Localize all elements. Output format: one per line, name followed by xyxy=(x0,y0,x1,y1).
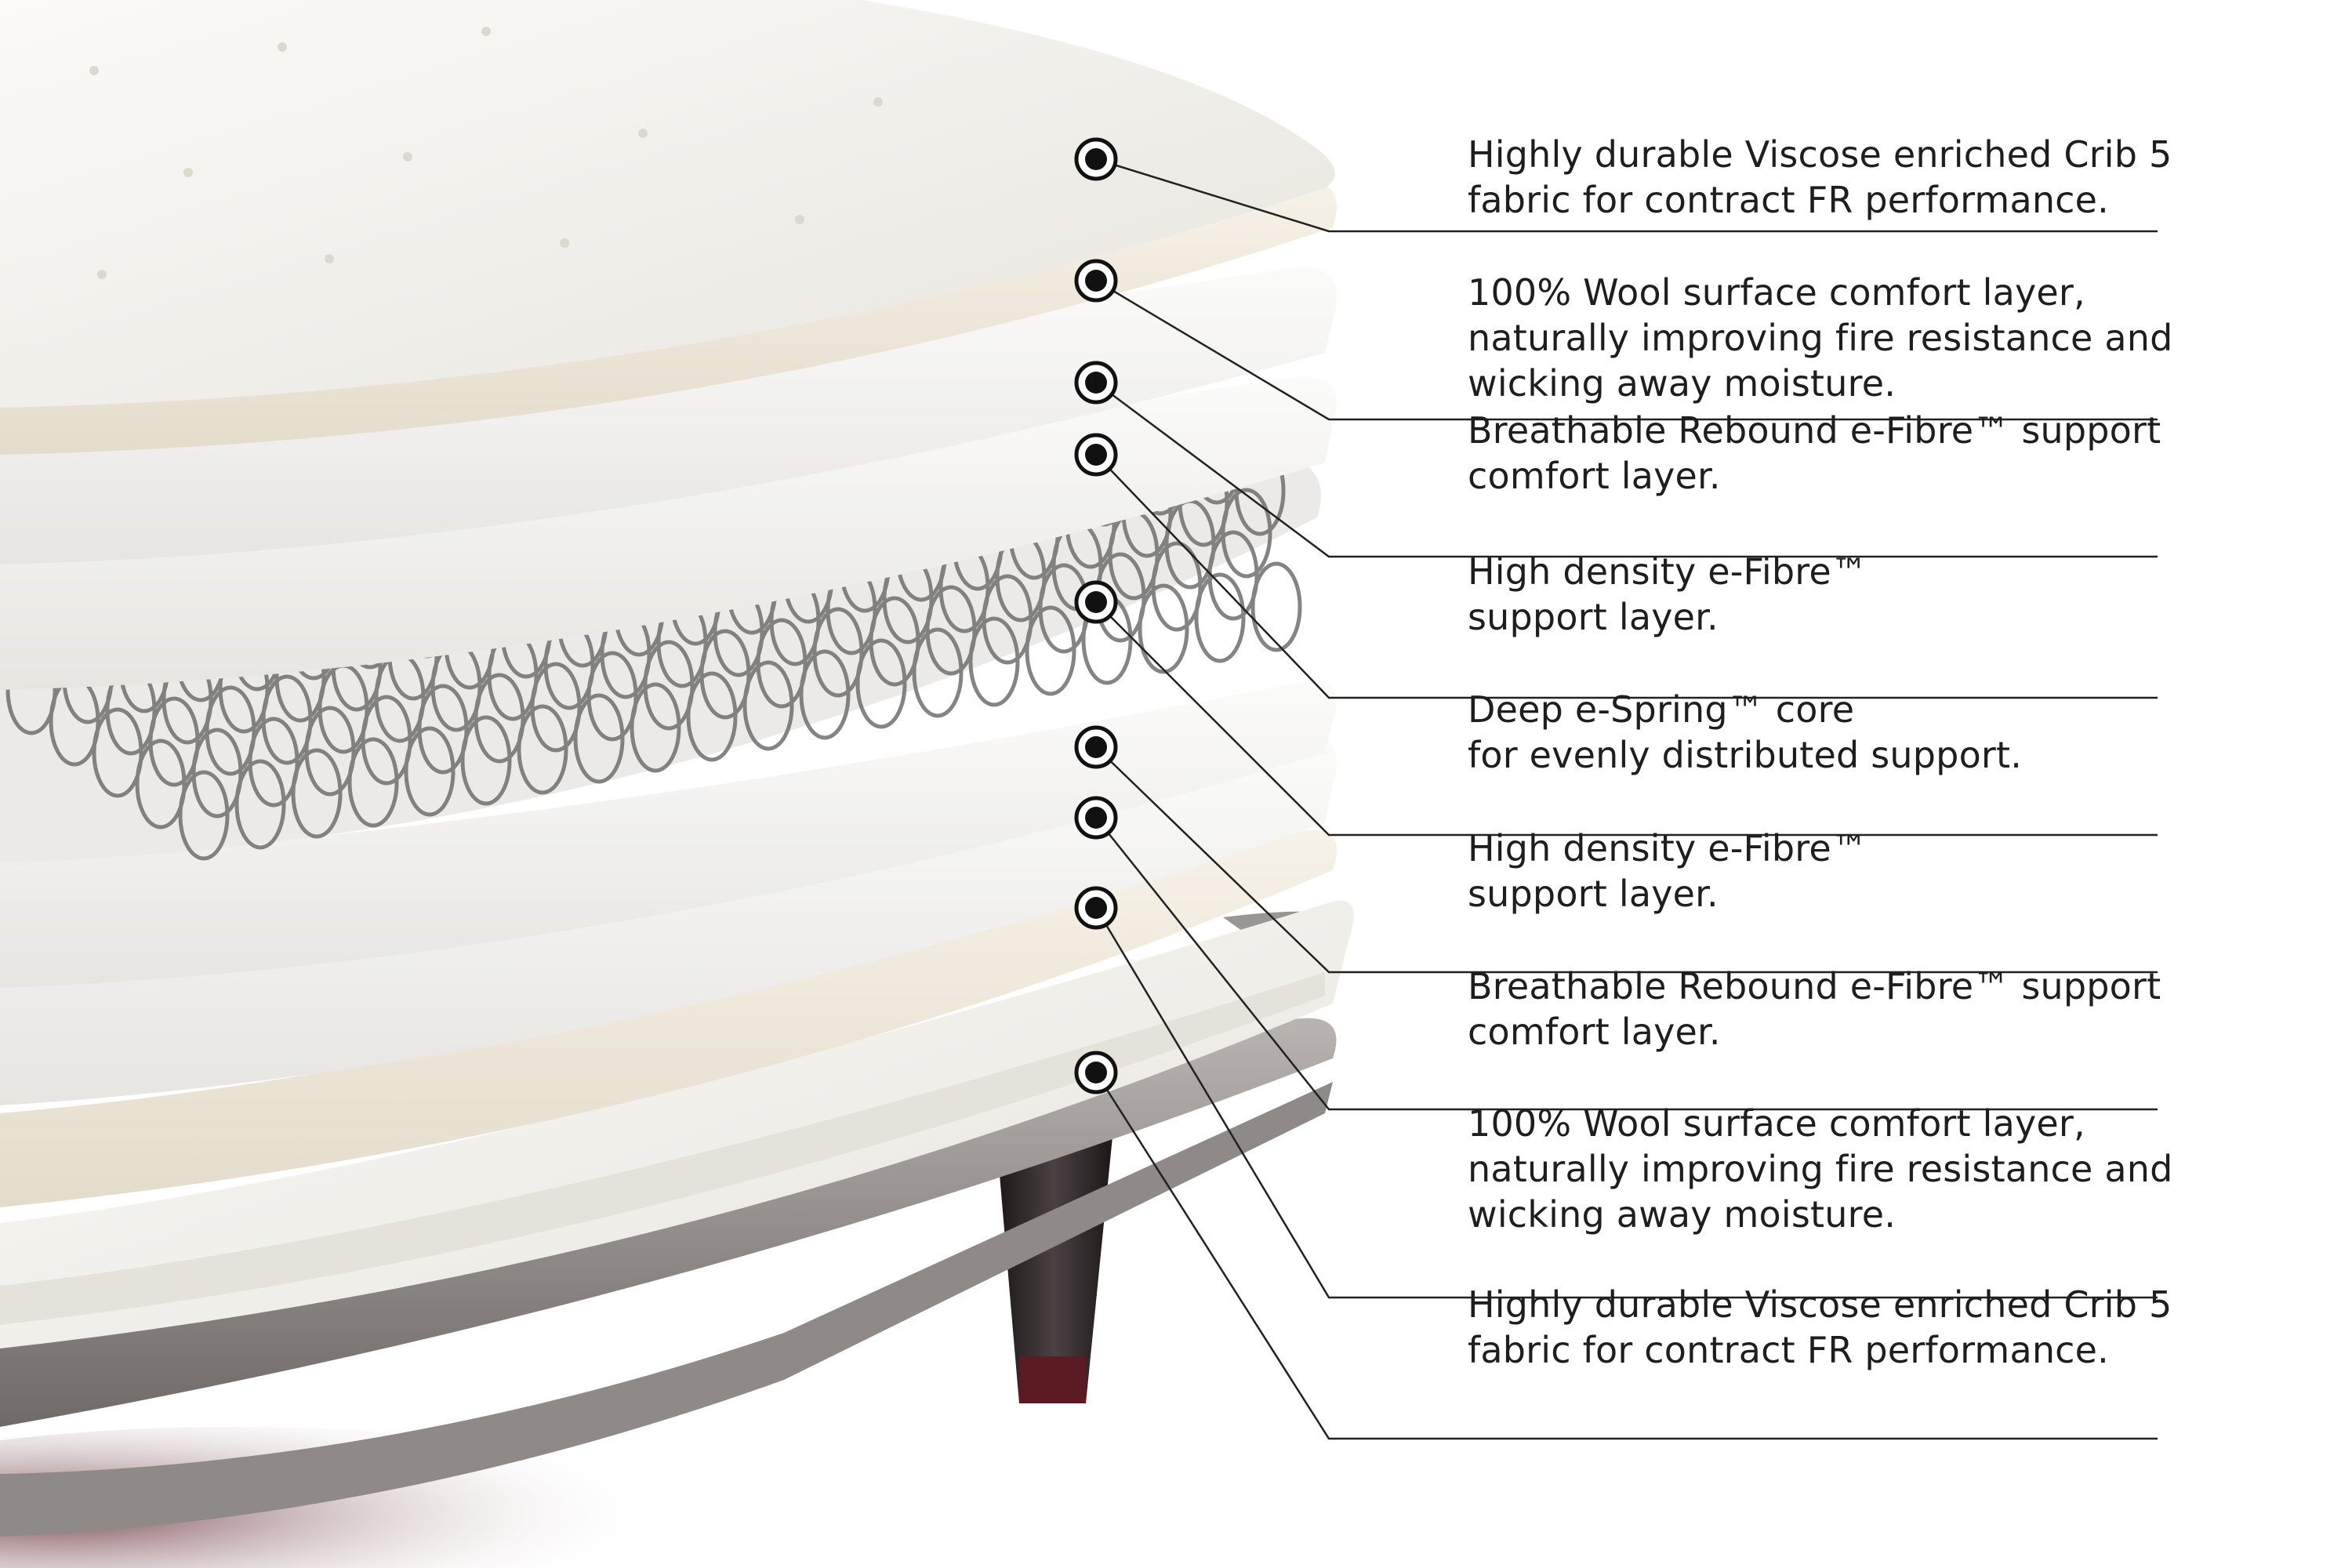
spring-coil xyxy=(1138,583,1189,674)
spring-coil xyxy=(982,574,1033,665)
spring-coil xyxy=(417,684,469,775)
target-dot-icon xyxy=(1074,886,1118,930)
spring-coil xyxy=(855,638,907,729)
spring-coil xyxy=(205,685,256,776)
target-dot-icon xyxy=(1074,725,1118,769)
spring-coil xyxy=(291,748,343,839)
spring-coil xyxy=(1207,530,1259,621)
target-dot-icon xyxy=(1074,796,1118,840)
callout-line: 100% Wool surface comfort layer, xyxy=(1468,1102,2085,1145)
spring-coil xyxy=(686,671,738,762)
spring-coil xyxy=(1194,572,1246,663)
callout-line: High density e-Fibre™ xyxy=(1468,827,1868,869)
callout-line: Breathable Rebound e-Fibre™ support xyxy=(1468,409,2161,452)
callout-line: comfort layer. xyxy=(1468,455,1721,497)
spring-coil xyxy=(925,585,977,676)
spring-coil xyxy=(699,629,751,720)
leader-line xyxy=(1094,907,2158,1299)
leader-line xyxy=(1095,279,2158,421)
callout-text: 100% Wool surface comfort layer,naturall… xyxy=(1468,270,2252,406)
spring-coil xyxy=(304,706,356,797)
callout-line: support layer. xyxy=(1468,596,1719,638)
callout-line: naturally improving fire resistance and xyxy=(1468,1148,2173,1190)
spring-coil xyxy=(1250,561,1302,652)
spring-coil xyxy=(460,715,512,806)
callout-line: wicking away moisture. xyxy=(1468,362,1896,405)
spring-coil xyxy=(474,673,525,764)
leader-line xyxy=(1095,601,2158,837)
spring-coil xyxy=(812,607,864,698)
callout-line: High density e-Fibre™ xyxy=(1468,550,1868,593)
spring-coil xyxy=(191,728,243,818)
bed-leg-foot xyxy=(1019,1356,1086,1403)
layer-top-density xyxy=(0,376,1337,690)
leader-line xyxy=(1095,817,2158,1111)
leader-line xyxy=(1094,1072,2158,1440)
leader-line xyxy=(1095,158,2158,233)
callout-line: Highly durable Viscose enriched Crib 5 xyxy=(1468,1283,2172,1326)
spring-coil xyxy=(404,726,456,817)
layer-top-rebound xyxy=(0,267,1337,564)
spring-coil xyxy=(799,649,851,740)
spring-coil xyxy=(586,651,638,742)
target-dot-icon xyxy=(1074,259,1118,303)
tufting xyxy=(89,27,883,279)
bed-frame-rail xyxy=(0,1082,1333,1537)
callout-line: Highly durable Viscose enriched Crib 5 xyxy=(1468,133,2172,176)
spring-coil xyxy=(135,739,187,829)
layer-bottom-fabric-band xyxy=(0,972,1325,1325)
callout-line: naturally improving fire resistance and xyxy=(1468,317,2173,359)
spring-coil xyxy=(1025,605,1076,696)
callout-line: wicking away moisture. xyxy=(1468,1193,1896,1236)
leader-line xyxy=(1095,454,2158,699)
spring-coil xyxy=(347,737,399,828)
callout-line: comfort layer. xyxy=(1468,1011,1721,1053)
spring-coil xyxy=(742,660,794,751)
target-dot-icon xyxy=(1074,433,1118,477)
layer-bottom-density xyxy=(0,681,1337,988)
spring-coil xyxy=(234,759,286,850)
callout-line: fabric for contract FR performance. xyxy=(1468,179,2109,221)
spring-coil xyxy=(756,618,808,709)
leader-line xyxy=(1095,381,2158,558)
target-dot-icon xyxy=(1074,1051,1118,1094)
spring-coil xyxy=(530,662,582,753)
spring-coil xyxy=(178,770,230,861)
target-dot-icon xyxy=(1074,137,1118,181)
spring-coil xyxy=(643,640,695,731)
callout-line: Breathable Rebound e-Fibre™ support xyxy=(1468,965,2161,1007)
spring-coil xyxy=(248,717,299,808)
spring-coil xyxy=(261,674,313,765)
spring-coil xyxy=(148,696,200,787)
callout-text: 100% Wool surface comfort layer,naturall… xyxy=(1468,1101,2252,1237)
spring-coil xyxy=(573,693,625,784)
spring-coil xyxy=(912,627,964,718)
spring-coil xyxy=(869,596,920,687)
target-dot-icon xyxy=(1074,361,1118,405)
spring-coil xyxy=(361,695,412,786)
spring-coil xyxy=(968,616,1020,707)
target-dot-icon xyxy=(1074,580,1118,624)
callout-line: 100% Wool surface comfort layer, xyxy=(1468,271,2085,314)
callout-line: for evenly distributed support. xyxy=(1468,734,2023,776)
spring-coil xyxy=(1221,488,1272,579)
leader-line xyxy=(1095,746,2158,974)
layer-top-fabric xyxy=(0,0,1335,408)
callout-line: fabric for contract FR performance. xyxy=(1468,1329,2109,1371)
spring-coil xyxy=(92,707,143,798)
spring-coil xyxy=(1151,541,1203,632)
spring-coil xyxy=(517,704,568,795)
callout-line: support layer. xyxy=(1468,873,1719,915)
callout-line: Deep e-Spring™ core xyxy=(1468,688,1855,731)
spring-coil xyxy=(630,682,681,773)
